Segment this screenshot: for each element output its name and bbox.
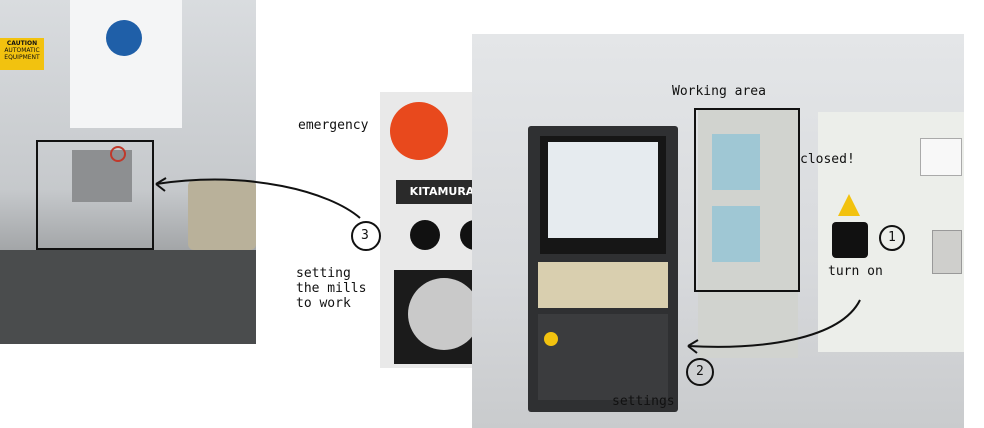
operator-keys bbox=[538, 314, 668, 400]
label-turn-on: turn on bbox=[828, 264, 883, 279]
machine-bed bbox=[0, 250, 256, 344]
working-area-highlight-box bbox=[694, 108, 800, 292]
label-emergency: emergency bbox=[298, 118, 369, 133]
machine-logo bbox=[106, 20, 142, 56]
label-closed: closed! bbox=[800, 152, 855, 167]
caution-sign: CAUTION AUTOMATIC EQUIPMENT bbox=[0, 38, 44, 70]
door-window-bottom bbox=[712, 206, 760, 262]
emergency-stop-button bbox=[390, 102, 448, 160]
step-2-number: 2 bbox=[696, 364, 704, 379]
no-entry-icon bbox=[110, 146, 126, 162]
outlet bbox=[932, 230, 962, 274]
mill-photo: CAUTION AUTOMATIC EQUIPMENT bbox=[0, 0, 256, 344]
nameplate bbox=[920, 138, 962, 176]
step-3-number: 3 bbox=[361, 228, 369, 243]
main-power-switch bbox=[832, 222, 868, 258]
step-1-circle bbox=[879, 225, 905, 251]
door-window-top bbox=[712, 134, 760, 190]
label-setting-mills: setting the mills to work bbox=[296, 266, 367, 311]
feed-override-knob bbox=[410, 220, 440, 250]
automatic-equipment-text: AUTOMATIC EQUIPMENT bbox=[4, 47, 40, 61]
controller-screen bbox=[548, 142, 658, 238]
arrowhead-settings bbox=[687, 339, 699, 354]
rotary-table bbox=[188, 180, 256, 250]
label-settings: settings bbox=[612, 394, 675, 409]
arrowhead-tool bbox=[155, 177, 167, 192]
arrow-setting-to-tool bbox=[155, 178, 361, 219]
controller-keyboard bbox=[538, 262, 668, 308]
step-2-circle bbox=[686, 358, 714, 386]
caution-text: CAUTION bbox=[6, 40, 38, 47]
machine-front-photo bbox=[472, 34, 964, 428]
tool-highlight-box bbox=[36, 140, 154, 250]
step-1-number: 1 bbox=[888, 230, 896, 245]
label-working-area: Working area bbox=[672, 84, 766, 99]
handwheel bbox=[408, 278, 480, 350]
cycle-button bbox=[544, 332, 558, 346]
step-3-circle bbox=[351, 221, 381, 251]
arrow-power-to-settings bbox=[687, 299, 861, 348]
